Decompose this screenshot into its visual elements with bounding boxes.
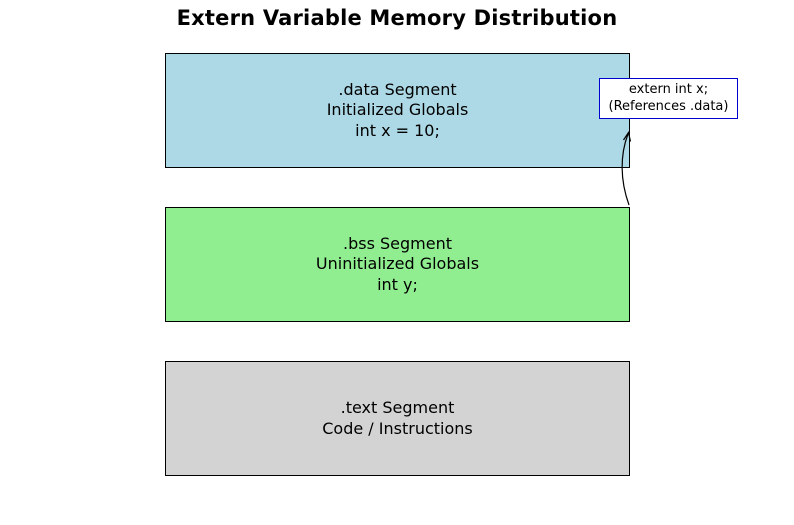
text-segment-description: Code / Instructions	[322, 418, 473, 438]
bss-segment-label: .bss Segment	[343, 233, 452, 253]
bss-segment-example: int y;	[377, 274, 418, 294]
reference-arrow-line	[621, 133, 630, 206]
data-segment-label: .data Segment	[338, 79, 457, 99]
text-segment-label: .text Segment	[340, 398, 455, 417]
extern-note-declaration: extern int x;	[628, 82, 709, 97]
data-segment-description: Initialized Globals	[326, 100, 469, 120]
text-segment-box: .text Segment Code / Instructions	[165, 361, 630, 476]
bss-segment-description: Uninitialized Globals	[315, 254, 480, 274]
extern-note-reference: (References .data)	[608, 98, 729, 114]
extern-note-box: extern int x; (References .data)	[599, 78, 738, 119]
diagram-title: Extern Variable Memory Distribution	[176, 6, 618, 30]
data-segment-example: int x = 10;	[355, 120, 440, 140]
reference-arrow-head	[623, 130, 632, 142]
data-segment-box: .data Segment Initialized Globals int x …	[165, 53, 630, 168]
bss-segment-box: .bss Segment Uninitialized Globals int y…	[165, 207, 630, 322]
